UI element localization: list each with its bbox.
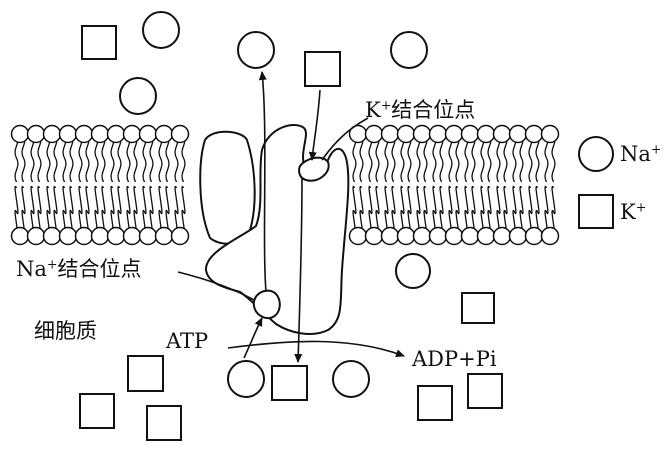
legend-na-charge: + [651, 141, 662, 156]
na-ion [120, 78, 156, 114]
na-binding-site-label: Na+结合位点 [16, 259, 141, 280]
legend-na-label: Na+ [620, 144, 661, 165]
k-to-binding-site-arrow [312, 90, 320, 160]
lipid-head [414, 126, 431, 143]
lipid-head [446, 126, 463, 143]
lipid-head [542, 228, 559, 245]
na-to-binding-site-arrow [244, 318, 262, 358]
na-ion [391, 32, 427, 68]
lipid-head [462, 228, 479, 245]
cytoplasm-label: 细胞质 [34, 321, 97, 342]
lipid-head [462, 126, 479, 143]
lipid-head [398, 228, 415, 245]
legend-k-square [579, 195, 613, 228]
k-binding-site-label: K+结合位点 [365, 100, 475, 121]
lipid-head [108, 126, 125, 143]
lipid-head [510, 126, 527, 143]
na-ion [396, 254, 430, 288]
lipid-head [430, 126, 447, 143]
k-ion [272, 366, 307, 400]
atp-label: ATP [166, 331, 208, 352]
lipid-head [156, 126, 173, 143]
na-site-ion: Na [16, 257, 47, 281]
lipid-head [12, 126, 29, 143]
lipid-head [366, 228, 383, 245]
lipid-head [430, 228, 447, 245]
na-site-charge: + [47, 256, 58, 271]
lipid-head [366, 126, 383, 143]
k-ion [147, 406, 181, 440]
adp-pi-label: ADP+Pi [412, 349, 497, 370]
k-ion [128, 356, 163, 391]
k-site-ion: K [365, 98, 381, 122]
na-ion [238, 32, 274, 68]
lipid-head [526, 126, 543, 143]
lipid-head [446, 228, 463, 245]
lipid-head [382, 228, 399, 245]
legend-na-ion: Na [620, 142, 651, 166]
lipid-head [124, 228, 141, 245]
k-ion [462, 293, 494, 323]
lipid-head [398, 126, 415, 143]
lipid-head [478, 126, 495, 143]
lipid-head [92, 228, 109, 245]
lipid-head [12, 228, 29, 245]
lipid-head [526, 228, 543, 245]
lipid-head [156, 228, 173, 245]
atp-hydrolysis-arrow [228, 341, 404, 356]
lipid-head [60, 228, 77, 245]
lipid-head [124, 126, 141, 143]
lipid-head [414, 228, 431, 245]
lipid-head [140, 126, 157, 143]
lipid-head [350, 228, 367, 245]
lipid-head [28, 126, 45, 143]
legend-k-label: K+ [620, 202, 646, 223]
lipid-head [542, 126, 559, 143]
na-binding-site-pocket [254, 291, 280, 319]
lipid-head [28, 228, 45, 245]
k-ion [80, 394, 114, 428]
lipid-head [478, 228, 495, 245]
lipid-head [382, 126, 399, 143]
lipid-head [494, 126, 511, 143]
legend-k-charge: + [636, 199, 647, 214]
k-ion [82, 26, 116, 59]
lipid-head [76, 228, 93, 245]
lipid-head [172, 126, 189, 143]
k-ion [418, 386, 452, 420]
lipid-head [108, 228, 125, 245]
na-site-text: 结合位点 [57, 257, 141, 281]
na-ion [333, 361, 369, 397]
lipid-head [172, 228, 189, 245]
lipid-head [76, 126, 93, 143]
k-ion [468, 374, 502, 408]
k-site-charge: + [381, 97, 392, 112]
lipid-head [44, 228, 61, 245]
k-site-text: 结合位点 [391, 98, 475, 122]
lipid-head [510, 228, 527, 245]
legend-k-ion: K [620, 200, 636, 224]
legend-na-circle [579, 137, 613, 171]
lipid-head [140, 228, 157, 245]
k-ion [305, 52, 340, 86]
na-ion [228, 361, 264, 397]
lipid-head [44, 126, 61, 143]
lipid-head [92, 126, 109, 143]
lipid-head [60, 126, 77, 143]
na-ion [143, 12, 179, 48]
lipid-head [494, 228, 511, 245]
channel-protein-left [200, 132, 254, 244]
